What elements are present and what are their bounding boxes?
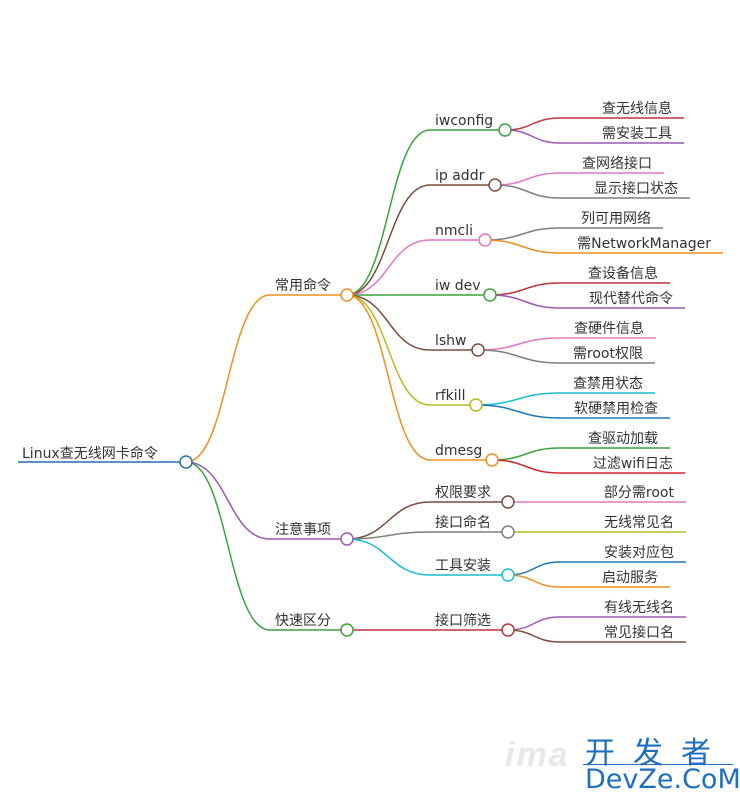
leaf-node-label[interactable]: 现代替代命令 (589, 290, 673, 307)
leaf-connector (507, 574, 561, 588)
child-node-label[interactable]: nmcli (435, 223, 473, 239)
branch-connector (185, 294, 271, 463)
leaf-connector (507, 561, 561, 576)
child-connector (346, 294, 431, 406)
branch-node-label[interactable]: 快速区分 (275, 613, 331, 629)
leaf-node-label[interactable]: 软硬禁用检查 (574, 401, 658, 417)
leaf-node-label[interactable]: 查无线信息 (602, 100, 672, 117)
leaf-node-label[interactable]: 有线无线名 (604, 600, 674, 616)
child-node-label[interactable]: 接口筛选 (435, 612, 491, 629)
branch-node-label[interactable]: 注意事项 (275, 521, 331, 538)
child-node-circle[interactable] (501, 568, 515, 582)
leaf-connector (484, 239, 561, 254)
child-node-label[interactable]: dmesg (435, 443, 482, 459)
branch-connector (185, 461, 271, 540)
leaf-node-label[interactable]: 显示接口状态 (594, 180, 678, 197)
child-node-label[interactable]: 权限要求 (435, 485, 491, 501)
child-connector (346, 294, 431, 461)
child-node-circle[interactable] (501, 623, 515, 637)
root-node-label[interactable]: Linux查无线网卡命令 (22, 445, 158, 462)
leaf-node-label[interactable]: 启动服务 (602, 570, 658, 586)
leaf-node-label[interactable]: 查网络接口 (582, 155, 652, 172)
leaf-node-label[interactable]: 需root权限 (573, 346, 643, 362)
leaf-connector (504, 117, 561, 131)
leaf-connector (477, 337, 561, 351)
leaf-connector (491, 459, 561, 474)
root-node-circle[interactable] (179, 455, 193, 469)
branch-node-label[interactable]: 常用命令 (275, 277, 331, 294)
child-connector (346, 538, 431, 576)
watermark-en: DevZe.CoM (585, 764, 740, 795)
leaf-connector (475, 404, 561, 419)
leaf-connector (477, 349, 561, 364)
watermark-faint: ima (505, 736, 570, 774)
leaf-connector (491, 447, 561, 461)
child-connector (346, 239, 431, 296)
child-node-label[interactable]: lshw (435, 333, 467, 349)
child-connector (346, 531, 431, 540)
leaf-node-label[interactable]: 查驱动加载 (588, 431, 658, 447)
leaf-connector (507, 616, 561, 631)
branch-connector (185, 461, 271, 631)
branch-node-circle[interactable] (340, 623, 354, 637)
leaf-connector (475, 392, 561, 406)
leaf-node-label[interactable]: 需NetworkManager (577, 236, 711, 252)
leaf-connector (484, 227, 561, 241)
child-node-circle[interactable] (488, 178, 502, 192)
leaf-node-label[interactable]: 安装对应包 (604, 544, 674, 561)
child-node-circle[interactable] (469, 398, 483, 412)
child-connector (346, 129, 431, 296)
child-node-circle[interactable] (483, 288, 497, 302)
child-node-circle[interactable] (501, 495, 515, 509)
leaf-node-label[interactable]: 查设备信息 (588, 265, 658, 282)
child-node-circle[interactable] (498, 123, 512, 137)
child-connector (346, 184, 431, 296)
child-node-label[interactable]: 工具安装 (435, 558, 491, 574)
child-node-label[interactable]: ip addr (435, 168, 485, 184)
watermark-cn: 开发者 (585, 736, 729, 771)
branch-node-circle[interactable] (340, 532, 354, 546)
child-node-circle[interactable] (471, 343, 485, 357)
leaf-node-label[interactable]: 列可用网络 (581, 211, 651, 227)
leaf-node-label[interactable]: 查禁用状态 (573, 376, 643, 392)
child-node-circle[interactable] (485, 453, 499, 467)
child-node-label[interactable]: rfkill (435, 388, 465, 404)
leaf-connector (494, 184, 561, 199)
child-node-circle[interactable] (478, 233, 492, 247)
child-connector (346, 501, 431, 540)
watermark-divider (583, 764, 733, 765)
leaf-node-label[interactable]: 查硬件信息 (574, 320, 644, 337)
leaf-connector (489, 294, 561, 309)
leaf-connector (494, 172, 561, 186)
child-node-label[interactable]: iwconfig (435, 113, 493, 129)
leaf-node-label[interactable]: 常见接口名 (604, 624, 674, 641)
child-node-circle[interactable] (501, 525, 515, 539)
leaf-node-label[interactable]: 部分需root (604, 485, 675, 501)
leaf-node-label[interactable]: 无线常见名 (604, 515, 674, 531)
leaf-node-label[interactable]: 需安装工具 (602, 126, 672, 142)
leaf-connector (489, 282, 561, 296)
leaf-node-label[interactable]: 过滤wifi日志 (593, 456, 673, 472)
leaf-connector (504, 129, 561, 144)
child-node-label[interactable]: 接口命名 (435, 514, 491, 531)
leaf-connector (507, 629, 561, 643)
child-node-label[interactable]: iw dev (435, 278, 481, 294)
child-connector (346, 294, 431, 351)
branch-node-circle[interactable] (340, 288, 354, 302)
